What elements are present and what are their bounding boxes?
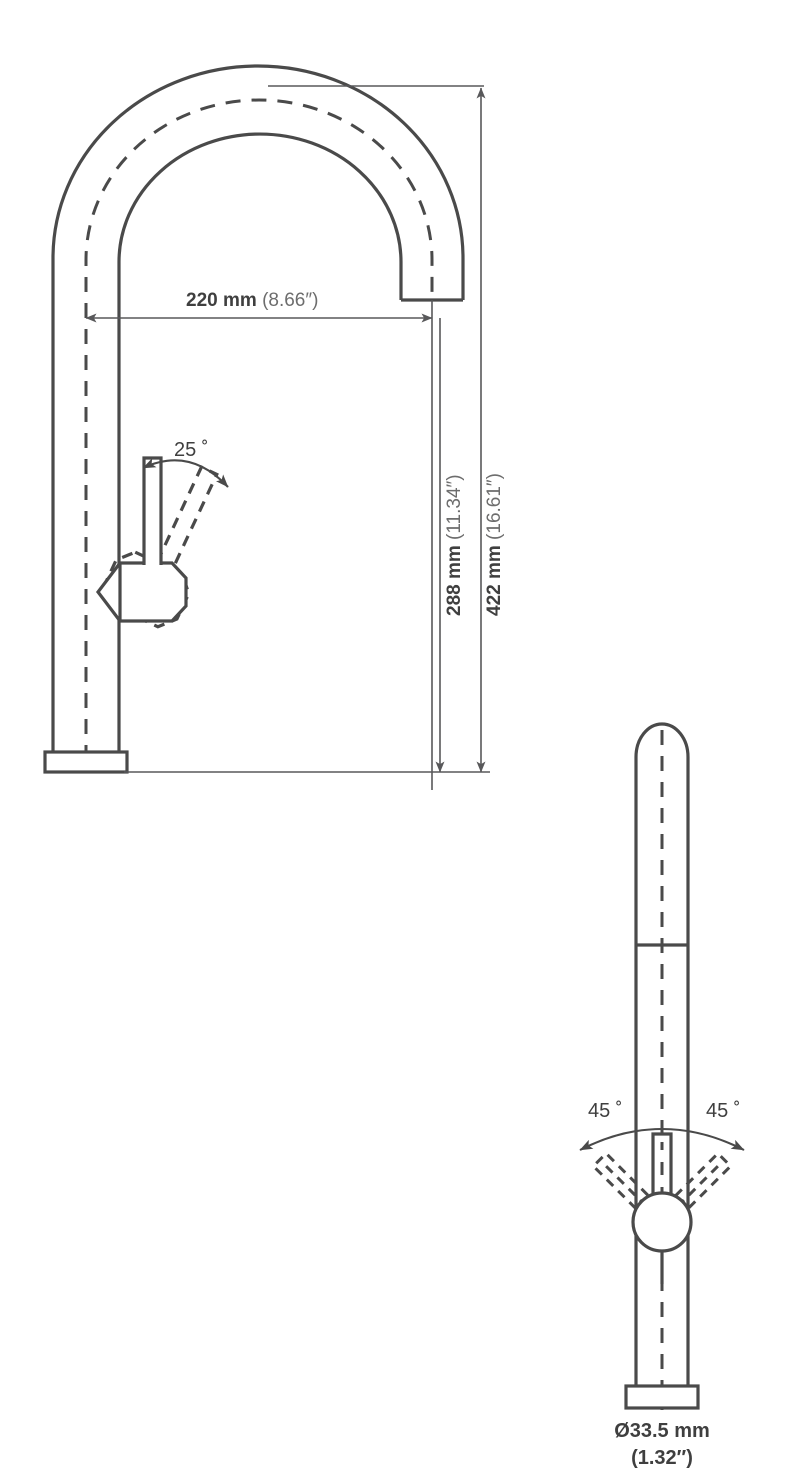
spout-height-dimension-group: 288 mm (11.34″) — [435, 318, 465, 773]
handle-lever-ghost-right-outline — [663, 1151, 733, 1221]
handle-cap-outline — [95, 561, 188, 623]
overall-height-dimension-label: 422 mm (16.61″) — [484, 473, 505, 616]
spout-height-metric-value: 288 mm — [444, 545, 465, 616]
spout-height-dimension-label: 288 mm (11.34″) — [444, 474, 465, 616]
handle-swivel-left-angle-label: 45 ˚ — [588, 1100, 622, 1122]
base-diameter-label-line2: (1.32″) — [631, 1447, 693, 1469]
side-elevation-view: 45 ˚ 45 ˚ Ø33.5 mm (1.32″) — [579, 722, 745, 1469]
handle-lever-ghost-right — [663, 1151, 733, 1221]
handle-lever-outline — [142, 456, 163, 565]
handle-lift-arc — [142, 458, 229, 488]
handle-swivel-arc — [579, 1127, 745, 1151]
body-inner-profile — [117, 132, 403, 752]
reach-imperial-value: (8.66″) — [262, 290, 318, 311]
handle-lever-ghost-left-inner — [604, 1164, 648, 1208]
handle-lift-angle-label: 25 ˚ — [174, 439, 208, 461]
handle-lever-ghost-left — [591, 1151, 661, 1221]
handle-lever-ghost-right-inner — [676, 1164, 720, 1208]
handle-cap — [95, 561, 188, 623]
reach-dimension-group: 220 mm (8.66″) — [85, 290, 433, 790]
reach-dimension-label: 220 mm (8.66″) — [186, 290, 318, 311]
handle-assembly-side — [579, 1127, 745, 1284]
overall-height-imperial-value: (16.61″) — [484, 473, 505, 540]
base-plate — [43, 750, 129, 774]
base-diameter-label-group: Ø33.5 mm (1.32″) — [614, 1420, 710, 1469]
body-outer-profile — [51, 64, 465, 772]
overall-height-metric-value: 422 mm — [484, 545, 505, 616]
base-diameter-label-line1: Ø33.5 mm — [614, 1420, 710, 1442]
handle-lever-side-outline — [651, 1132, 673, 1214]
handle-knob-circle — [631, 1191, 693, 1253]
side-base-plate — [624, 1384, 700, 1410]
handle-assembly-front — [95, 456, 229, 629]
handle-lever-ghost-left-outline — [591, 1151, 661, 1221]
spout-height-imperial-value: (11.34″) — [444, 474, 465, 540]
faucet-body-outline — [51, 64, 465, 772]
side-body-profile — [634, 722, 690, 1386]
handle-lever — [142, 456, 163, 565]
body-centerline — [84, 98, 434, 760]
handle-swivel-right-angle-label: 45 ˚ — [706, 1100, 740, 1122]
overall-height-dimension-group: 422 mm (16.61″) — [476, 87, 505, 773]
handle-lever-ghost — [155, 465, 219, 571]
front-elevation-view: 220 mm (8.66″) 288 mm (11.34″) 422 mm (1… — [43, 64, 505, 790]
reach-metric-value: 220 mm — [186, 290, 257, 311]
handle-lever-ghost-outline — [155, 465, 219, 571]
